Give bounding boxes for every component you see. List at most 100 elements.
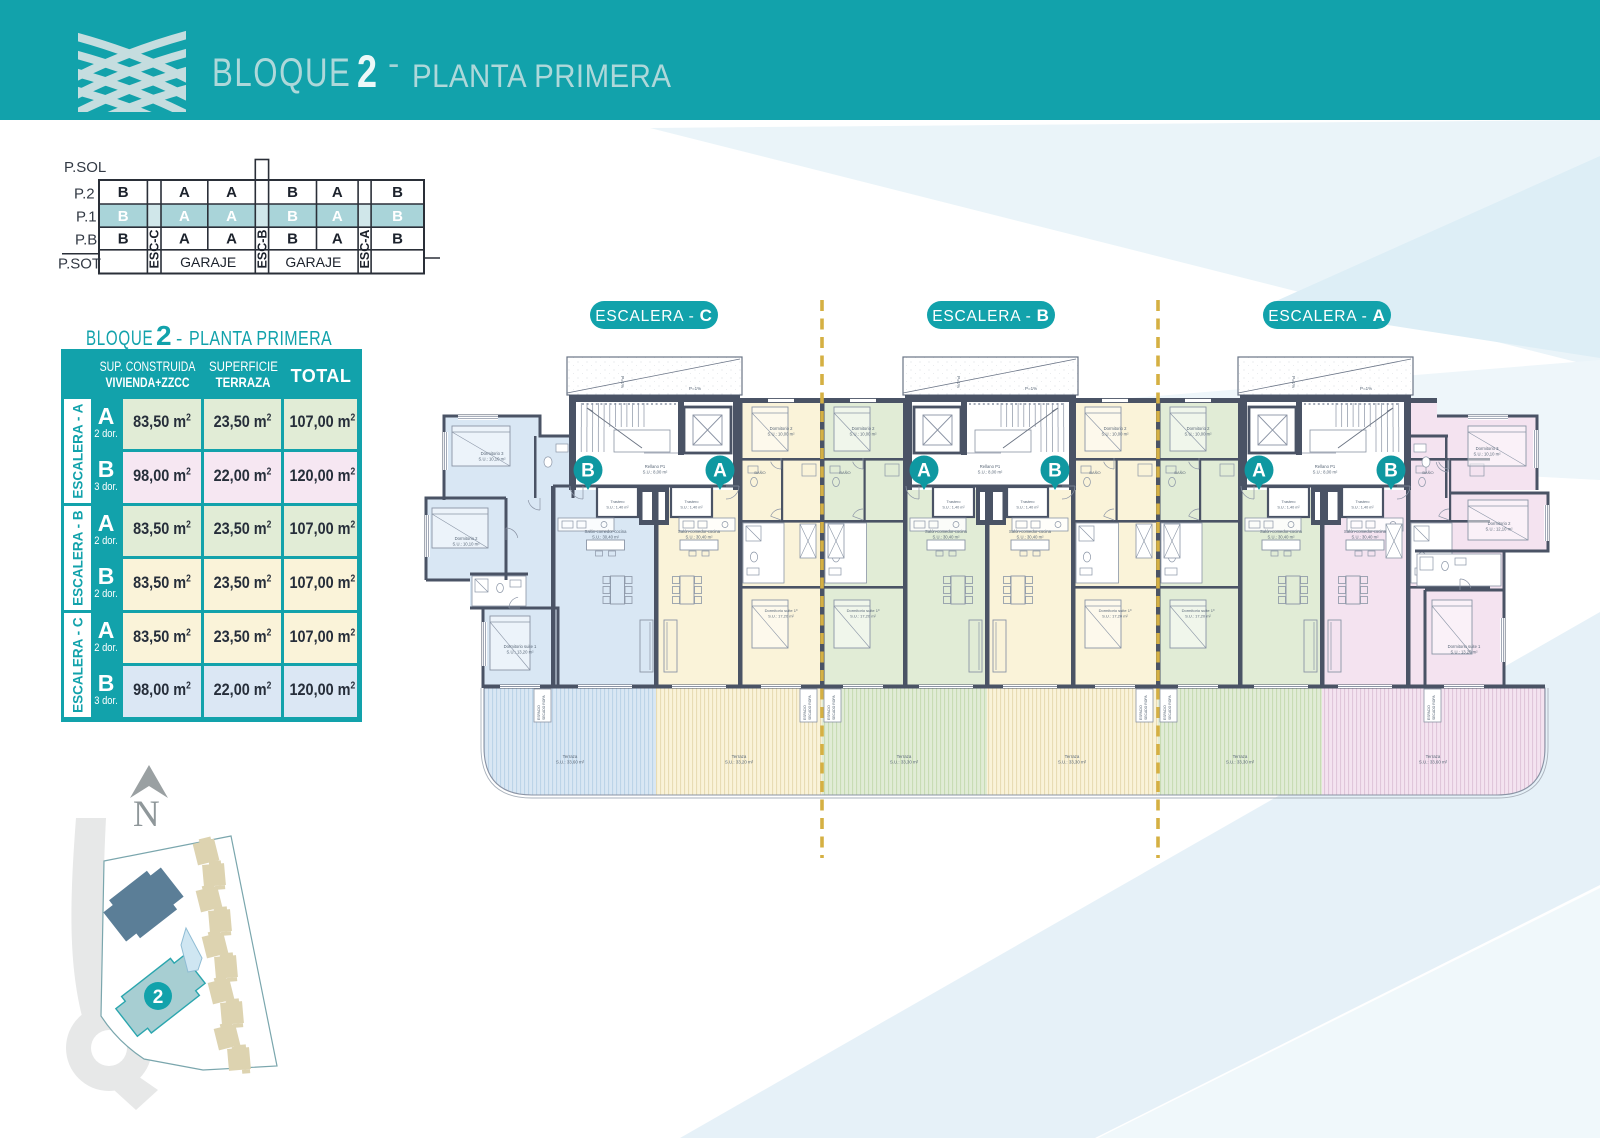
svg-text:S.U.: 30,40 m²: S.U.: 30,40 m²: [1352, 534, 1380, 539]
svg-text:ESPACIO: ESPACIO: [1163, 705, 1167, 720]
svg-text:S.U.: 10,00 m²: S.U.: 10,00 m²: [850, 431, 878, 436]
svg-text:S.U.: 33,30 m²: S.U.: 33,30 m²: [890, 759, 919, 764]
svg-text:S.U.: 17,20 m²: S.U.: 17,20 m²: [1185, 613, 1211, 618]
svg-text:Dormitorio 2: Dormitorio 2: [852, 426, 875, 431]
svg-text:P.B: P.B: [75, 232, 97, 249]
svg-text:ESCALERA - B: ESCALERA - B: [932, 306, 1050, 325]
svg-text:Dormitorio suite 1º: Dormitorio suite 1º: [765, 608, 798, 613]
svg-text:B: B: [1048, 461, 1062, 482]
svg-text:BAÑO: BAÑO: [1089, 470, 1100, 475]
svg-text:ESC-A: ESC-A: [358, 230, 372, 269]
svg-text:SECADO ROPA: SECADO ROPA: [1432, 695, 1436, 720]
svg-text:S.U.: 8,00 m²: S.U.: 8,00 m²: [1313, 469, 1338, 474]
svg-text:Salón-comedor-cocina: Salón-comedor-cocina: [925, 529, 968, 534]
svg-text:BAÑO: BAÑO: [1174, 470, 1185, 475]
svg-text:A: A: [332, 208, 343, 225]
svg-text:S.U.: 17,20 m²: S.U.: 17,20 m²: [850, 613, 876, 618]
svg-text:B: B: [581, 461, 595, 482]
svg-text:P.2: P.2: [74, 186, 95, 203]
svg-text:Dormitorio 2: Dormitorio 2: [770, 426, 793, 431]
svg-text:P.SOT: P.SOT: [58, 256, 101, 273]
svg-text:ESCALERA - C: ESCALERA - C: [595, 306, 713, 325]
svg-text:Rellano P1: Rellano P1: [645, 464, 666, 469]
svg-text:S.U.: 30,40 m²: S.U.: 30,40 m²: [592, 534, 620, 539]
svg-text:Trastero: Trastero: [947, 500, 961, 504]
svg-text:S.U.: 10,10 m²: S.U.: 10,10 m²: [1474, 451, 1502, 456]
svg-text:Dormitorio suite 1: Dormitorio suite 1: [1448, 644, 1481, 649]
svg-text:P=1%: P=1%: [689, 386, 701, 391]
svg-text:ESPACIO: ESPACIO: [1427, 705, 1431, 720]
svg-text:SECADO ROPA: SECADO ROPA: [1168, 695, 1172, 720]
svg-text:Dormitorio suite 1: Dormitorio suite 1: [504, 644, 537, 649]
svg-text:A: A: [332, 184, 343, 201]
svg-text:ESPACIO: ESPACIO: [537, 705, 541, 720]
svg-text:Dormitorio 2: Dormitorio 2: [455, 536, 478, 541]
svg-text:A: A: [226, 184, 237, 201]
svg-text:S.U.: 12,10 m²: S.U.: 12,10 m²: [1486, 526, 1514, 531]
svg-text:Trastero: Trastero: [1021, 500, 1035, 504]
svg-text:ESPACIO: ESPACIO: [803, 705, 807, 720]
svg-text:S.U.: 17,20 m²: S.U.: 17,20 m²: [1102, 613, 1128, 618]
svg-text:Dormitorio 2: Dormitorio 2: [1488, 521, 1511, 526]
svg-text:Dormitorio 3: Dormitorio 3: [1476, 446, 1499, 451]
svg-text:A: A: [226, 208, 237, 225]
svg-text:A: A: [713, 461, 727, 482]
svg-text:GARAJE: GARAJE: [180, 254, 236, 270]
svg-text:B: B: [287, 184, 298, 201]
svg-text:B: B: [118, 184, 129, 201]
svg-text:ESCALERA - B: ESCALERA - B: [71, 510, 86, 606]
svg-text:B: B: [392, 231, 403, 248]
svg-text:Terraza: Terraza: [1426, 754, 1441, 759]
svg-text:S.U.: 30,40 m²: S.U.: 30,40 m²: [933, 534, 961, 539]
svg-text:S.U.: 1,40 m²: S.U.: 1,40 m²: [606, 505, 629, 509]
svg-text:S.U.: 8,00 m²: S.U.: 8,00 m²: [643, 469, 668, 474]
svg-text:Trastero: Trastero: [611, 500, 625, 504]
svg-text:B: B: [287, 231, 298, 248]
svg-text:P.1: P.1: [76, 209, 97, 226]
svg-text:S.U.: 13,20 m²: S.U.: 13,20 m²: [1451, 649, 1479, 654]
svg-text:N: N: [133, 794, 160, 835]
svg-text:Dormitorio 2: Dormitorio 2: [1187, 426, 1210, 431]
svg-text:Salón-comedor-cocina: Salón-comedor-cocina: [585, 529, 628, 534]
svg-text:S.U.: 1,40 m²: S.U.: 1,40 m²: [1351, 505, 1374, 509]
svg-text:Dormitorio 2: Dormitorio 2: [1104, 426, 1127, 431]
svg-text:S.U.: 30,40 m²: S.U.: 30,40 m²: [1268, 534, 1296, 539]
svg-text:S.U.: 17,20 m²: S.U.: 17,20 m²: [768, 613, 794, 618]
svg-text:Terraza: Terraza: [563, 754, 578, 759]
svg-text:P=1%: P=1%: [1360, 386, 1372, 391]
svg-text:S.U.: 8,00 m²: S.U.: 8,00 m²: [978, 469, 1003, 474]
svg-text:A: A: [226, 231, 237, 248]
svg-text:Rellano P1: Rellano P1: [1315, 464, 1336, 469]
svg-text:SECADO ROPA: SECADO ROPA: [1144, 695, 1148, 720]
svg-text:B: B: [1384, 461, 1398, 482]
svg-text:S.U.: 33,30 m²: S.U.: 33,30 m²: [1058, 759, 1087, 764]
svg-text:S.U.: 1,40 m²: S.U.: 1,40 m²: [1277, 505, 1300, 509]
svg-text:Terraza: Terraza: [732, 754, 747, 759]
svg-text:S.U.: 33,30 m²: S.U.: 33,30 m²: [1226, 759, 1255, 764]
svg-text:A: A: [332, 231, 343, 248]
svg-text:2: 2: [153, 987, 164, 1008]
svg-text:S.U.: 10,10 m²: S.U.: 10,10 m²: [453, 541, 481, 546]
svg-text:A: A: [179, 231, 190, 248]
svg-text:Salón-comedor-cocina: Salón-comedor-cocina: [1344, 529, 1387, 534]
svg-text:Terraza: Terraza: [1065, 754, 1080, 759]
svg-text:GARAJE: GARAJE: [285, 254, 341, 270]
svg-text:B: B: [118, 231, 129, 248]
svg-text:Terraza: Terraza: [897, 754, 912, 759]
svg-text:ESPACIO: ESPACIO: [1139, 705, 1143, 720]
svg-text:Trastero: Trastero: [1282, 500, 1296, 504]
svg-text:ESCALERA - A: ESCALERA - A: [1268, 306, 1386, 325]
svg-text:S.U.: 1,40 m²: S.U.: 1,40 m²: [1016, 505, 1039, 509]
svg-text:S.U.: 33,60 m²: S.U.: 33,60 m²: [1419, 759, 1448, 764]
svg-text:P=1%: P=1%: [956, 376, 961, 388]
svg-text:B: B: [392, 208, 403, 225]
svg-text:Salón-comedor-cocina: Salón-comedor-cocina: [1009, 529, 1052, 534]
svg-text:P=1%: P=1%: [1291, 376, 1296, 388]
svg-text:S.U.: 10,10 m²: S.U.: 10,10 m²: [479, 456, 507, 461]
svg-text:SECADO ROPA: SECADO ROPA: [832, 695, 836, 720]
svg-text:S.U.: 13,20 m²: S.U.: 13,20 m²: [507, 649, 535, 654]
svg-text:SECADO ROPA: SECADO ROPA: [542, 695, 546, 720]
svg-text:Trastero: Trastero: [685, 500, 699, 504]
svg-text:S.U.: 33,20 m²: S.U.: 33,20 m²: [725, 759, 754, 764]
svg-text:S.U.: 30,40 m²: S.U.: 30,40 m²: [686, 534, 714, 539]
